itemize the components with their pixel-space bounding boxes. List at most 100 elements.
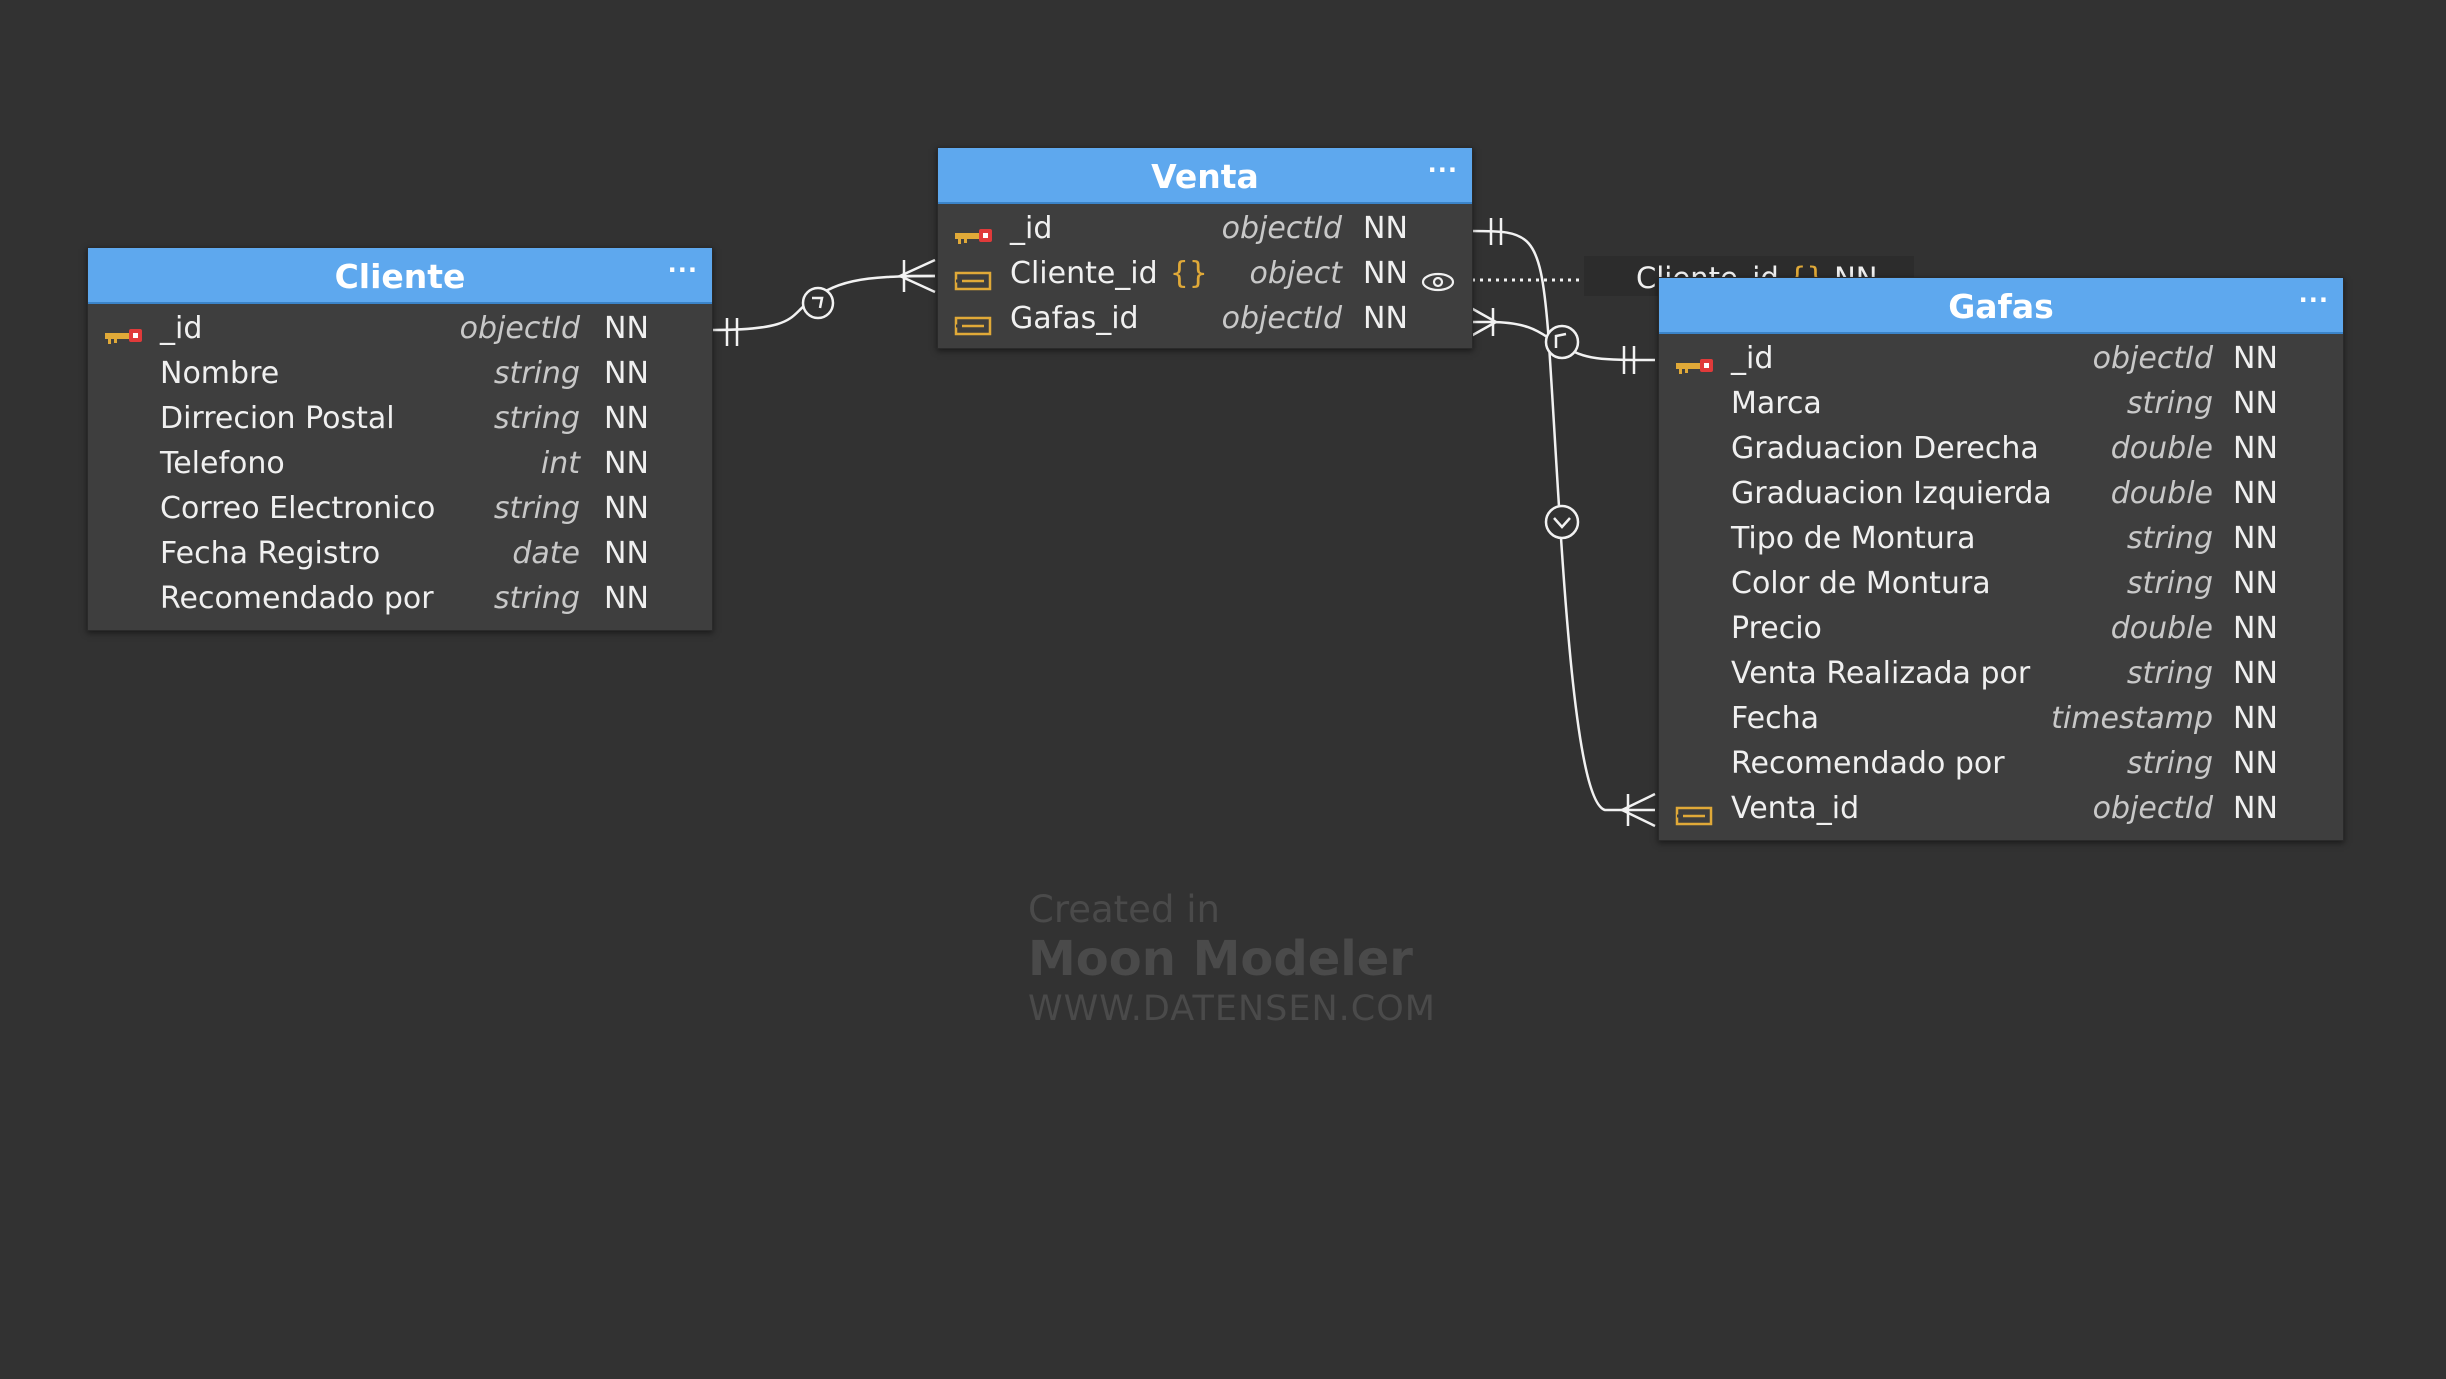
table-menu-button[interactable]: ··· (667, 256, 698, 284)
field-type: objectId (2092, 341, 2213, 376)
field-type: double (2110, 611, 2213, 646)
not-null-flag: NN (2233, 566, 2278, 601)
not-null-flag: NN (2233, 476, 2278, 511)
not-null-flag: NN (2233, 746, 2278, 781)
field-row[interactable]: Telefono int NN (88, 441, 712, 486)
field-type: timestamp (2051, 701, 2213, 736)
field-name: Telefono (160, 446, 285, 481)
not-null-flag: NN (604, 536, 649, 571)
field-name: Recomendado por (160, 581, 434, 616)
not-null-flag: NN (604, 356, 649, 391)
not-null-flag: NN (2233, 791, 2278, 826)
not-null-flag: NN (1363, 256, 1408, 291)
not-null-flag: NN (604, 401, 649, 436)
not-null-flag: NN (604, 491, 649, 526)
table-header[interactable]: Cliente ··· (88, 248, 712, 304)
field-type: double (2110, 476, 2213, 511)
watermark-line-1: Created in (1028, 888, 1220, 931)
not-null-flag: NN (2233, 701, 2278, 736)
field-type: string (2126, 656, 2213, 691)
primary-key-icon (104, 316, 144, 344)
table-menu-button[interactable]: ··· (1427, 156, 1458, 184)
field-row[interactable]: Precio double NN (1659, 606, 2343, 651)
field-name: Color de Montura (1731, 566, 1991, 601)
not-null-flag: NN (2233, 611, 2278, 646)
not-null-flag: NN (1363, 301, 1408, 336)
field-type: int (540, 446, 580, 481)
many-crowfoot-mark (896, 258, 936, 294)
field-name: Tipo de Montura (1731, 521, 1976, 556)
not-null-flag: NN (604, 446, 649, 481)
field-row[interactable]: Tipo de Montura string NN (1659, 516, 2343, 561)
field-type: objectId (459, 311, 580, 346)
eye-icon[interactable] (1421, 262, 1455, 292)
field-name: Fecha Registro (160, 536, 381, 571)
table-header[interactable]: Venta ··· (938, 148, 1472, 204)
table-menu-button[interactable]: ··· (2298, 286, 2329, 314)
field-row[interactable]: Venta_id objectId NN (1659, 786, 2343, 831)
field-type: string (493, 491, 580, 526)
field-name: Graduacion Izquierda (1731, 476, 2052, 511)
field-name: Cliente_id{} (1010, 256, 1208, 291)
field-row[interactable]: Recomendado por string NN (1659, 741, 2343, 786)
relation-venta-gafas-venta_id (1470, 229, 1655, 812)
field-name: Graduacion Derecha (1731, 431, 2039, 466)
watermark-url: WWW.DATENSEN.COM (1028, 989, 1436, 1029)
not-null-flag: NN (1363, 211, 1408, 246)
table-header[interactable]: Gafas ··· (1659, 278, 2343, 334)
field-name: Precio (1731, 611, 1822, 646)
field-row[interactable]: Dirrecion Postal string NN (88, 396, 712, 441)
field-type: string (2126, 521, 2213, 556)
field-row[interactable]: _id objectId NN (1659, 336, 2343, 381)
embedded-object-brace: {} (1169, 256, 1208, 291)
field-type: date (512, 536, 580, 571)
field-type: objectId (1221, 211, 1342, 246)
not-null-flag: NN (2233, 341, 2278, 376)
field-name: Nombre (160, 356, 280, 391)
foreign-key-icon (954, 306, 994, 336)
foreign-key-icon (954, 261, 994, 291)
not-null-flag: NN (2233, 656, 2278, 691)
field-name: Recomendado por (1731, 746, 2005, 781)
field-name: Venta_id (1731, 791, 1860, 826)
field-row[interactable]: Graduacion Izquierda double NN (1659, 471, 2343, 516)
field-type: objectId (2092, 791, 2213, 826)
not-null-flag: NN (2233, 386, 2278, 421)
table-title: Gafas (1948, 287, 2054, 326)
field-row[interactable]: Cliente_id{} object NN (938, 251, 1472, 296)
field-type: string (2126, 746, 2213, 781)
field-type: string (493, 356, 580, 391)
field-type: string (493, 401, 580, 436)
field-type: object (1249, 256, 1342, 291)
primary-key-icon (1675, 346, 1715, 374)
not-null-flag: NN (2233, 521, 2278, 556)
field-name: Dirrecion Postal (160, 401, 395, 436)
table-title: Cliente (334, 257, 466, 296)
field-type: string (493, 581, 580, 616)
field-name: _id (160, 311, 203, 346)
not-null-flag: NN (604, 311, 649, 346)
field-name: Gafas_id (1010, 301, 1139, 336)
table-title: Venta (1151, 157, 1259, 196)
field-row[interactable]: Fecha Registro date NN (88, 531, 712, 576)
field-row[interactable]: Nombre string NN (88, 351, 712, 396)
field-name: _id (1731, 341, 1774, 376)
watermark-logo-text: Moon Modeler (1028, 931, 1413, 987)
field-row[interactable]: _id objectId NN (88, 306, 712, 351)
